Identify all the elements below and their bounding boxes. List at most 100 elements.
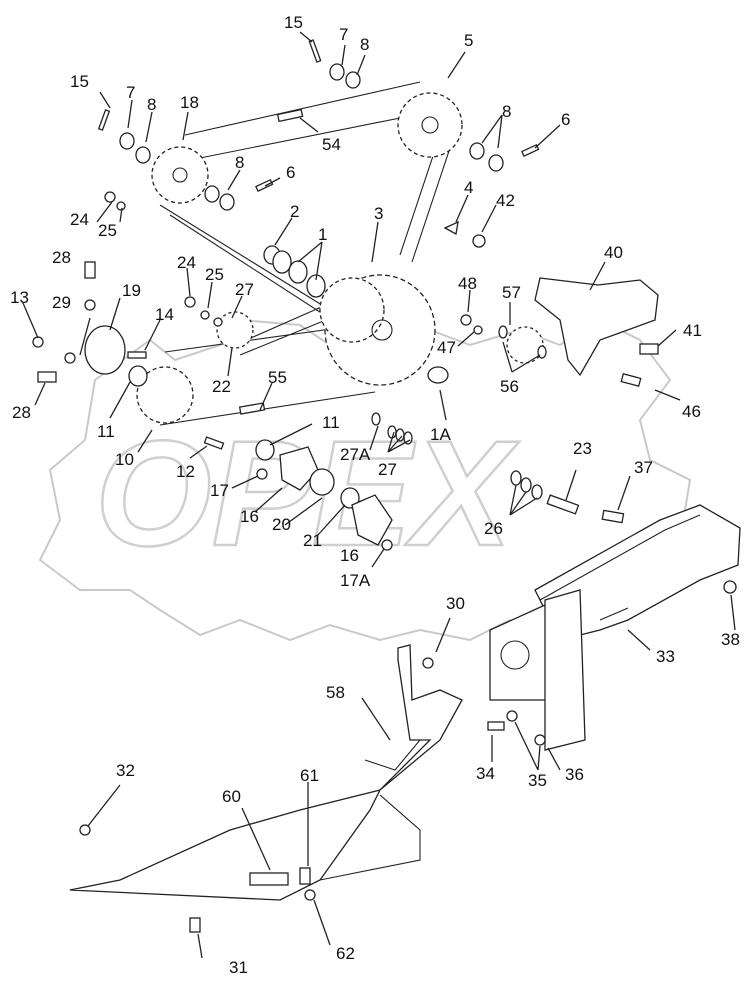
shield-58 [69, 644, 463, 901]
callout-25-top: 25 [98, 221, 117, 240]
chain-connector-link-54 [276, 108, 304, 123]
callout-17A: 17A [340, 571, 371, 590]
watermark-text: OPEX [95, 409, 520, 577]
callout-8-mid: 8 [235, 153, 244, 172]
sprocket-57 [506, 326, 544, 364]
washer-8-mid-a [204, 185, 220, 203]
nut-32 [79, 824, 91, 836]
washer-8-mid-b [219, 193, 235, 211]
washer-26-c [531, 484, 543, 500]
callout-16-lower: 16 [340, 546, 359, 565]
key-6-right [521, 143, 540, 157]
callout-42: 42 [496, 191, 515, 210]
callout-37: 37 [634, 458, 653, 477]
sprocket-10 [136, 366, 194, 424]
bolt-41 [639, 343, 659, 355]
leader-lines [22, 31, 736, 959]
callout-33: 33 [656, 647, 675, 666]
nut-38 [723, 580, 737, 594]
callout-4: 4 [464, 178, 473, 197]
callout-11-right: 11 [322, 413, 340, 432]
bushing-11-right [255, 439, 275, 461]
lower-chain [159, 289, 376, 426]
drive-chains [159, 81, 461, 426]
callout-31: 31 [229, 958, 248, 977]
callout-1A: 1A [430, 425, 451, 444]
callout-40: 40 [604, 243, 623, 262]
washer-27-a [387, 425, 397, 439]
callout-7-left: 7 [126, 83, 135, 102]
callout-25-mid: 25 [205, 265, 224, 284]
plate-33-hole [500, 640, 530, 670]
key-14 [127, 351, 147, 359]
washer-26-a [510, 470, 522, 486]
sprocket-18-hub [172, 167, 188, 183]
callout-23: 23 [573, 439, 592, 458]
callout-8-top: 8 [360, 35, 369, 54]
callout-15-top: 15 [284, 13, 303, 32]
chain-connector-link-55 [238, 402, 266, 415]
washer-25-top [116, 201, 126, 211]
washer-8-top [345, 71, 361, 89]
bearing-20 [309, 468, 335, 496]
washer-8-right-b [488, 154, 504, 172]
callout-18: 18 [180, 93, 199, 112]
washer-56-a [498, 325, 508, 339]
washer-7-left [119, 132, 135, 150]
bolt-34 [487, 721, 505, 731]
callout-5: 5 [464, 31, 473, 50]
nut-62 [304, 889, 316, 901]
washer-35-a [506, 710, 518, 722]
callout-8-left: 8 [147, 95, 156, 114]
callout-22: 22 [212, 377, 231, 396]
bracket-40 [534, 277, 659, 377]
washer-26-b [520, 477, 532, 493]
flange-16-upper [279, 446, 319, 491]
callout-14: 14 [155, 305, 174, 324]
washer-27A [371, 412, 381, 426]
bolt-46 [620, 373, 642, 387]
collar-21 [340, 487, 360, 509]
callout-48: 48 [458, 274, 477, 293]
washer-1A [427, 366, 449, 384]
sprocket-3-small [319, 277, 385, 343]
callout-58: 58 [326, 683, 345, 702]
washer-29-a [84, 299, 96, 311]
callout-41: 41 [683, 321, 702, 340]
callout-26: 26 [484, 519, 503, 538]
bearing-1-b [288, 260, 308, 284]
callout-56: 56 [500, 377, 519, 396]
washer-8-left [135, 146, 151, 164]
washer-27-mid [213, 317, 223, 327]
callout-8-right: 8 [502, 102, 511, 121]
bolt-61 [299, 867, 311, 885]
callout-12: 12 [176, 462, 195, 481]
callout-13: 13 [10, 288, 29, 307]
bearing-1-a [272, 250, 292, 274]
tube-33-edges [539, 514, 701, 621]
key-6-mid [255, 178, 274, 192]
bolt-12 [203, 436, 225, 450]
callout-60: 60 [222, 787, 241, 806]
callout-30: 30 [446, 594, 465, 613]
nut-24-top [104, 191, 116, 203]
callout-32: 32 [116, 761, 135, 780]
callout-55: 55 [268, 368, 287, 387]
nut-42 [472, 234, 486, 248]
callout-24-top: 24 [70, 210, 89, 229]
bolt-31 [189, 917, 201, 933]
sprocket-27 [216, 311, 254, 349]
pin-15-left [97, 109, 111, 131]
callout-54: 54 [322, 135, 341, 154]
callout-19: 19 [122, 281, 141, 300]
callout-3: 3 [374, 204, 383, 223]
mount-36 [544, 589, 586, 751]
callout-27-bottom: 27 [378, 460, 397, 479]
callout-20: 20 [272, 515, 291, 534]
clamp-60 [249, 872, 289, 886]
sprocket-3-hub [371, 319, 393, 341]
bearing-1-c [306, 274, 326, 298]
callout-6-right: 6 [561, 110, 570, 129]
bolt-23 [546, 494, 580, 515]
